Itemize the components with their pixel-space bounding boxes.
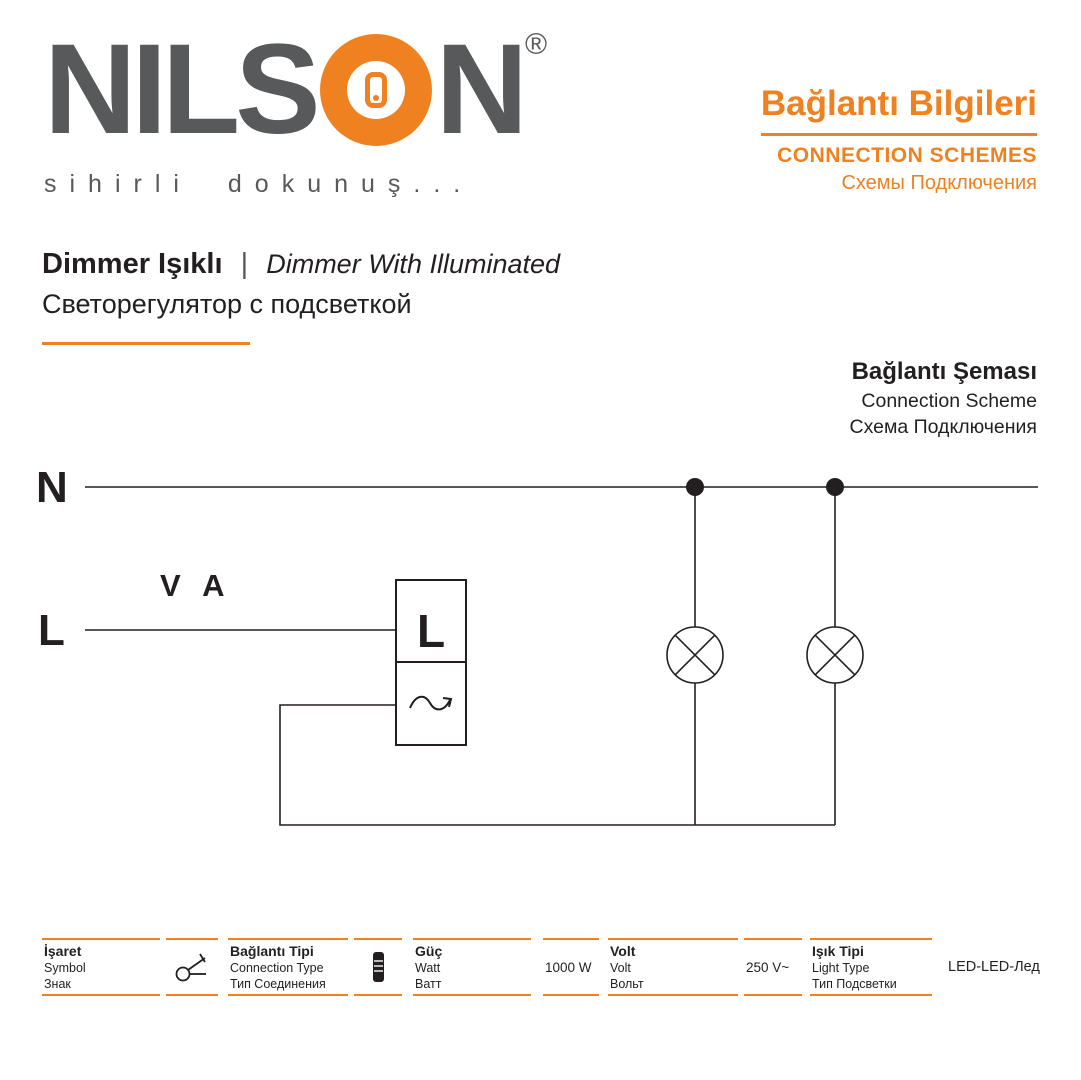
spec-power-en: Watt bbox=[415, 960, 441, 975]
scheme-title-tr: Bağlantı Şeması bbox=[851, 358, 1037, 385]
dimmer-box: L bbox=[395, 579, 467, 746]
header-block: Bağlantı Bilgileri CONNECTION SCHEMES Сх… bbox=[760, 84, 1037, 195]
nilson-o-inner bbox=[346, 61, 405, 119]
volt-value: 250 V~ bbox=[746, 959, 790, 975]
spec-power-ru: Ватт bbox=[415, 977, 442, 992]
scheme-title-ru: Схема Подключения bbox=[849, 416, 1038, 438]
spec-symbol-en: Symbol bbox=[44, 960, 86, 975]
header-title-en: CONNECTION SCHEMES bbox=[777, 144, 1037, 167]
spec-label-light-type: Işık Tipi Light Type Тип Подсветки bbox=[810, 938, 932, 996]
spec-volt-en: Volt bbox=[610, 960, 631, 975]
neutral-label: N bbox=[36, 463, 68, 512]
scheme-title-block: Bağlantı Şeması Connection Scheme Схема … bbox=[850, 358, 1038, 439]
spec-value-light-type: LED-LED-Лед bbox=[948, 938, 1048, 996]
va-label: V A bbox=[160, 568, 232, 603]
lamp-icon-right bbox=[806, 626, 864, 684]
spec-connection-en: Connection Type bbox=[230, 960, 324, 975]
nilson-logo: NILS N ® sihirli dokunuş... bbox=[44, 26, 547, 199]
terminal-icon bbox=[373, 952, 384, 982]
nilson-o-icon bbox=[319, 34, 432, 146]
light-type-value: LED-LED-Лед bbox=[948, 959, 1040, 975]
spec-icon-symbol bbox=[166, 938, 218, 996]
return-wire bbox=[279, 704, 835, 826]
logo-row: NILS N ® bbox=[44, 26, 547, 154]
switch-frame-icon bbox=[364, 72, 387, 108]
spec-icon-connection-type bbox=[354, 938, 402, 996]
dimmer-device-label: L bbox=[417, 605, 445, 657]
product-title-en: Dimmer With Illuminated bbox=[266, 249, 561, 279]
dimmer-knob-icon bbox=[409, 695, 453, 711]
registered-mark: ® bbox=[525, 28, 548, 61]
connection-scheme-svg: N L V A L bbox=[36, 463, 1038, 826]
junction-dot-left bbox=[686, 478, 704, 496]
switch-symbol-icon bbox=[175, 953, 206, 982]
spec-volt-ru: Вольт bbox=[610, 977, 644, 992]
lamp-icon-left bbox=[666, 626, 724, 684]
product-title-tr: Dimmer Işıklı bbox=[42, 248, 223, 280]
product-title-ru: Светорегулятор с подсветкой bbox=[42, 289, 412, 319]
header-title-ru: Схемы Подключения bbox=[841, 172, 1037, 194]
product-title-block: Dimmer Işıklı | Dimmer With Illuminated … bbox=[42, 248, 560, 320]
junction-dot-right bbox=[826, 478, 844, 496]
spec-label-connection-type: Bağlantı Tipi Connection Type Тип Соедин… bbox=[228, 938, 348, 996]
spec-value-power: 1000 W bbox=[543, 938, 599, 996]
spec-connection-ru: Тип Соединения bbox=[230, 977, 326, 992]
spec-label-symbol: İşaret Symbol Знак bbox=[42, 938, 160, 996]
spec-symbol-ru: Знак bbox=[44, 977, 71, 992]
spec-light-ru: Тип Подсветки bbox=[812, 977, 897, 992]
brand-tagline: sihirli dokunuş... bbox=[44, 170, 474, 198]
spec-power-tr: Güç bbox=[415, 942, 443, 959]
spec-label-power: Güç Watt Ватт bbox=[413, 938, 531, 996]
wires bbox=[279, 495, 836, 826]
header-title-tr: Bağlantı Bilgileri bbox=[760, 84, 1037, 123]
product-title-separator: | bbox=[240, 248, 249, 280]
spec-connection-tr: Bağlantı Tipi bbox=[230, 942, 314, 959]
logo-text-left: NILS bbox=[44, 18, 321, 161]
spec-volt-tr: Volt bbox=[610, 942, 636, 959]
spec-symbol-tr: İşaret bbox=[44, 942, 82, 959]
spec-light-tr: Işık Tipi bbox=[812, 942, 864, 959]
header-divider bbox=[760, 133, 1037, 136]
spec-value-volt: 250 V~ bbox=[744, 938, 802, 996]
power-value: 1000 W bbox=[545, 959, 592, 975]
product-title-line: Dimmer Işıklı | Dimmer With Illuminated bbox=[42, 248, 560, 281]
spec-light-en: Light Type bbox=[812, 960, 870, 975]
line-label: L bbox=[38, 606, 65, 655]
scheme-title-en: Connection Scheme bbox=[861, 390, 1037, 412]
spec-label-volt: Volt Volt Вольт bbox=[608, 938, 738, 996]
product-underline bbox=[42, 342, 250, 345]
logo-text-right: N bbox=[435, 18, 528, 161]
switch-dot-icon bbox=[372, 95, 379, 101]
